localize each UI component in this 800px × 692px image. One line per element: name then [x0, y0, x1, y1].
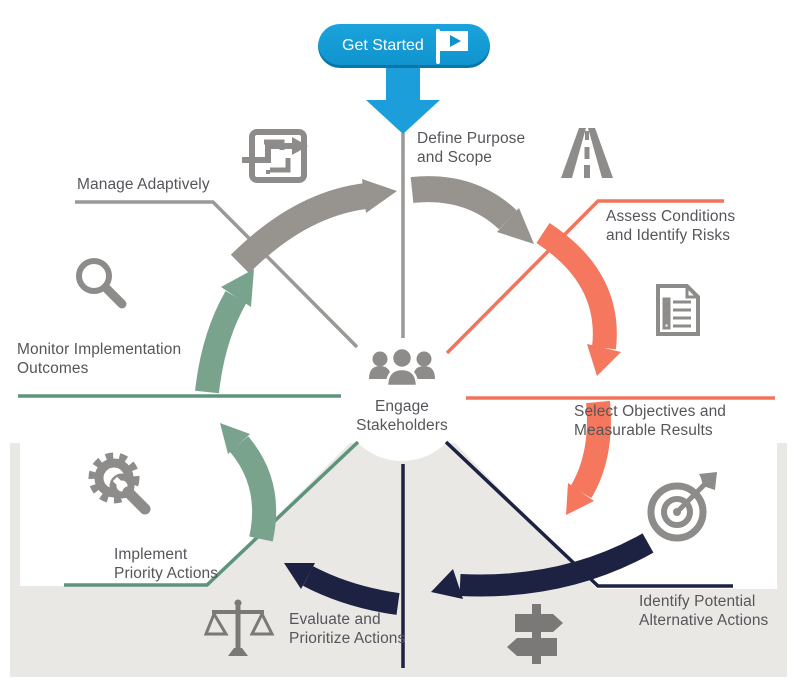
arrow-orange-upper: [536, 222, 621, 376]
arrow-navy-right: [431, 533, 654, 599]
line-manage-adaptively: [75, 200, 359, 349]
step-lines: [18, 133, 775, 668]
line-implement-priority: [64, 440, 360, 587]
get-started-button[interactable]: Get Started: [318, 24, 490, 68]
step-label-define-purpose: Define Purpose and Scope: [417, 130, 526, 166]
scales-icon: [203, 599, 275, 656]
step-label-monitor-outcomes: Monitor Implementation Outcomes: [17, 341, 182, 377]
gear-wrench-icon: [88, 452, 153, 517]
arrow-green-lower: [220, 423, 277, 542]
start-down-arrow: [366, 64, 440, 134]
step-label-implement-priority: Implement Priority Actions: [114, 546, 219, 582]
step-label-assess-conditions: Assess Conditions and Identify Risks: [606, 208, 736, 244]
step-label-select-objectives: Select Objectives and Measurable Results: [574, 403, 727, 439]
arrow-green-upper: [195, 269, 254, 394]
step-label-evaluate-prioritize: Evaluate and Prioritize Actions: [289, 611, 406, 647]
step-label-manage-adaptively: Manage Adaptively: [77, 176, 210, 193]
line-assess-conditions: [445, 199, 724, 355]
step-label-identify-potential: Identify Potential Alternative Actions: [639, 593, 769, 629]
checklist-icon: [656, 284, 700, 336]
arrow-gray-top-left: [230, 179, 397, 274]
arrow-gray-top-right: [410, 176, 534, 244]
line-identify-potential: [444, 440, 733, 588]
cycle-arrows: [195, 176, 654, 615]
maze-icon: [242, 129, 308, 183]
flag-icon: [436, 29, 468, 64]
target-icon: [647, 472, 717, 542]
signpost-icon: [507, 604, 563, 664]
center-label-engage-stakeholders: Engage Stakeholders: [356, 398, 448, 434]
road-icon: [561, 128, 613, 178]
arrow-navy-left: [284, 563, 400, 615]
get-started-label: Get Started: [342, 37, 424, 54]
background-band: [10, 335, 787, 677]
people-icon: [369, 346, 435, 388]
magnifier-icon: [76, 258, 127, 309]
arrow-orange-lower: [566, 400, 611, 515]
